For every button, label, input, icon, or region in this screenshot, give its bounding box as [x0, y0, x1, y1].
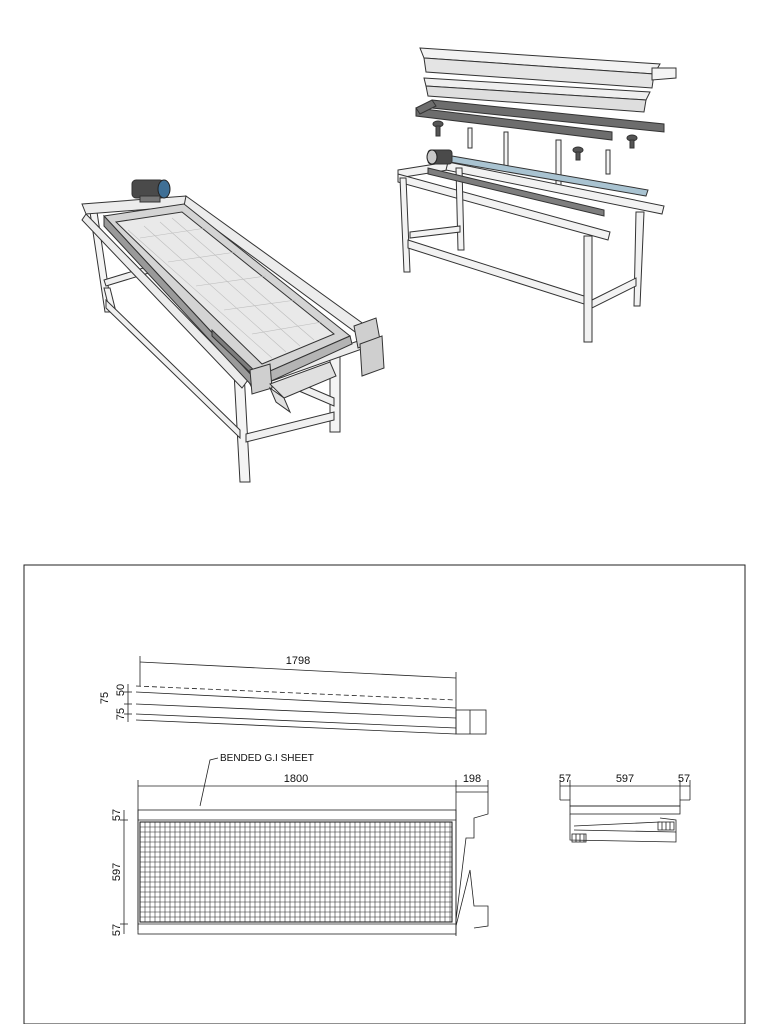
channel-ends: [249, 317, 385, 395]
dim-label-top-length: 1798: [286, 655, 310, 667]
vertical-posts: [467, 127, 611, 189]
dim-label-end-left: 57: [559, 773, 571, 785]
sheet-note-label: BENDED G.I SHEET: [220, 753, 314, 764]
rail-bar-part: [427, 167, 605, 217]
sheet-note-leader: [199, 757, 219, 807]
mesh-frame-part: [423, 77, 651, 113]
dim-label-plan-bottom: 57: [111, 924, 123, 936]
fixing-bolts: [432, 120, 638, 161]
dim-line-length-top: [139, 661, 457, 679]
mesh-grid: [139, 821, 453, 923]
sieve-tray: [102, 203, 353, 390]
dim-label-plan-ext: 198: [463, 773, 481, 785]
exploded-motor: [426, 149, 453, 165]
dim-label-end-right: 57: [678, 773, 690, 785]
plan-view: [120, 757, 489, 936]
table-frame-part: [397, 161, 665, 343]
under-support: [268, 361, 337, 414]
assembled-table-3d-view: [81, 179, 385, 483]
channel-frame-part: [415, 99, 665, 141]
top-cover-part: [419, 47, 677, 89]
dim-label-top-d1: 75: [99, 692, 111, 704]
dim-label-plan-width: 597: [111, 863, 123, 881]
drawing-sheet-border: [23, 564, 746, 1024]
dim-label-end-mid: 597: [616, 773, 634, 785]
tray-mesh: [127, 217, 323, 359]
vibration-motor: [131, 179, 171, 203]
dim-label-top-d2: 50: [115, 684, 127, 696]
side-elevation-view: [124, 656, 487, 735]
exploded-table-3d-view: [397, 47, 677, 343]
dim-label-plan-top: 57: [111, 809, 123, 821]
end-elevation-view: [559, 780, 691, 843]
dim-label-top-d3: 75: [115, 708, 127, 720]
dim-label-plan-length: 1800: [284, 773, 308, 785]
